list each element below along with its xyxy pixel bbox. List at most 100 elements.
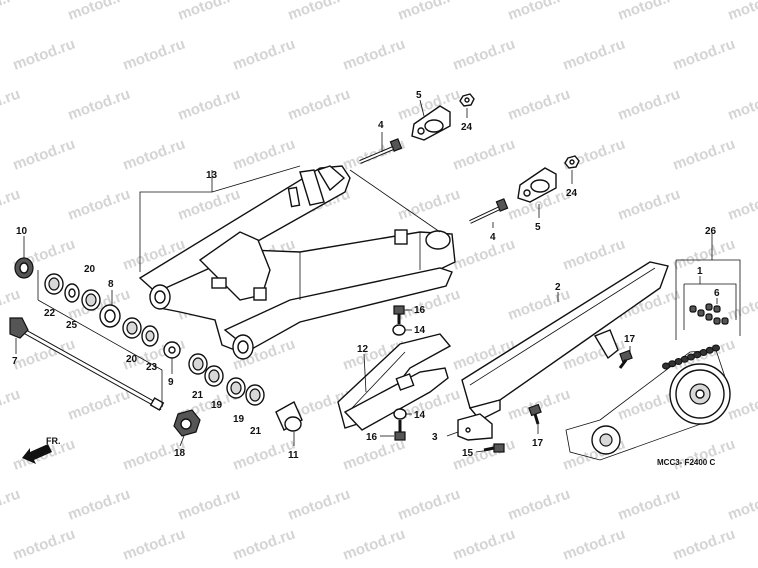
collar-14-upper[interactable]: [392, 324, 406, 336]
front-arrow-label: FR.: [46, 436, 61, 446]
callout-2: 2: [555, 282, 561, 293]
callout-19-right: 19: [233, 414, 245, 425]
watermark-text: motod.ru: [286, 0, 353, 24]
watermark-text: motod.ru: [176, 486, 243, 524]
callout-5-left: 5: [416, 90, 422, 101]
watermark-text: motod.ru: [616, 86, 683, 124]
bearing-20-left[interactable]: [81, 289, 101, 311]
chain-slider[interactable]: [337, 333, 452, 431]
pivot-bolt[interactable]: [9, 317, 165, 411]
watermark-text: motod.ru: [451, 36, 518, 74]
watermark-text: motod.ru: [671, 436, 738, 474]
watermark-text: motod.ru: [726, 86, 758, 124]
callout-24-right: 24: [566, 188, 578, 199]
callout-23: 23: [146, 362, 158, 373]
bolt-16-lower[interactable]: [394, 420, 406, 441]
watermark-text: motod.ru: [231, 36, 298, 74]
collar-9[interactable]: [163, 341, 181, 359]
callout-21-right: 21: [250, 426, 262, 437]
nut-24-right[interactable]: [564, 155, 580, 169]
watermark-text: motod.ru: [176, 0, 243, 24]
watermark-text: motod.ru: [561, 36, 628, 74]
watermark-text: motod.ru: [0, 386, 22, 424]
watermark-text: motod.ru: [506, 486, 573, 524]
watermark-text: motod.ru: [0, 486, 22, 524]
nut-24-left[interactable]: [459, 93, 475, 107]
watermark-text: motod.ru: [0, 86, 22, 124]
adjuster-bolt-right[interactable]: [469, 198, 509, 224]
bearing-22[interactable]: [44, 273, 64, 295]
watermark-text: motod.ru: [451, 236, 518, 274]
callout-3: 3: [432, 432, 438, 443]
callout-4-left: 4: [378, 120, 384, 131]
watermark-text: motod.ru: [616, 186, 683, 224]
bearing-19-right[interactable]: [226, 377, 246, 399]
callout-25: 25: [66, 320, 78, 331]
watermark-text: motod.ru: [616, 0, 683, 24]
watermark-text: motod.ru: [0, 0, 22, 24]
chain-case-bracket[interactable]: [457, 413, 493, 441]
bearing-20-right[interactable]: [122, 317, 142, 339]
watermark-text: motod.ru: [506, 0, 573, 24]
bearing-21-left[interactable]: [188, 353, 208, 375]
callout-6: 6: [714, 288, 720, 299]
drive-chain-and-sprockets[interactable]: [565, 344, 731, 461]
swingarm[interactable]: [138, 165, 456, 360]
chain-adjuster-right[interactable]: [517, 167, 557, 203]
callout-15: 15: [462, 448, 474, 459]
bolt-17-upper[interactable]: [618, 349, 633, 369]
collar-25[interactable]: [64, 283, 80, 303]
watermark-text: motod.ru: [121, 136, 188, 174]
watermark-text: motod.ru: [451, 526, 518, 564]
watermark-text: motod.ru: [66, 386, 133, 424]
callout-5-right: 5: [535, 222, 541, 233]
callout-16-upper: 16: [414, 305, 426, 316]
watermark-text: motod.ru: [726, 186, 758, 224]
pivot-nut-18[interactable]: [173, 409, 201, 437]
callout-17-upper: 17: [624, 334, 636, 345]
callout-7: 7: [12, 356, 18, 367]
watermark-text: motod.ru: [341, 36, 408, 74]
bearing-23[interactable]: [141, 325, 159, 347]
watermark-text: motod.ru: [11, 136, 78, 174]
callout-1: 1: [697, 266, 703, 277]
callout-14-upper: 14: [414, 325, 426, 336]
leader-lines: [15, 99, 713, 453]
watermark-text: motod.ru: [341, 526, 408, 564]
watermark-text: motod.ru: [561, 236, 628, 274]
master-link-kit[interactable]: [689, 303, 729, 325]
callout-19-left: 19: [211, 400, 223, 411]
watermark-text: motod.ru: [561, 526, 628, 564]
bearing-21-right[interactable]: [245, 384, 265, 406]
collar-14-lower[interactable]: [393, 408, 407, 420]
watermark-text: motod.ru: [726, 486, 758, 524]
adjuster-bolt-left[interactable]: [359, 138, 403, 164]
callout-20-upper: 20: [84, 264, 96, 275]
chain-adjuster-left[interactable]: [411, 105, 451, 141]
bolt-17-lower[interactable]: [528, 403, 542, 425]
watermark-text: motod.ru: [396, 0, 463, 24]
chain-case[interactable]: [461, 261, 669, 421]
dust-seal-10[interactable]: [14, 257, 34, 279]
watermark-text: motod.ru: [396, 186, 463, 224]
collar-11[interactable]: [275, 401, 303, 432]
watermark-text: motod.ru: [726, 286, 758, 324]
front-direction-arrow: FR.: [22, 436, 61, 464]
callout-16-lower: 16: [366, 432, 378, 443]
watermark-text: motod.ru: [231, 136, 298, 174]
watermark-text: motod.ru: [176, 86, 243, 124]
bearing-19-left[interactable]: [204, 365, 224, 387]
callout-18: 18: [174, 448, 186, 459]
callout-11: 11: [288, 450, 299, 461]
diagram-code: MCC3- F2400 C: [657, 458, 715, 467]
watermark-text: motod.ru: [121, 526, 188, 564]
bushing-8[interactable]: [99, 304, 121, 328]
watermark-text: motod.ru: [451, 136, 518, 174]
watermark-text: motod.ru: [671, 526, 738, 564]
callout-22: 22: [44, 308, 56, 319]
bolt-15[interactable]: [483, 443, 505, 453]
watermark-text: motod.ru: [11, 526, 78, 564]
watermark-text: motod.ru: [231, 526, 298, 564]
callout-10: 10: [16, 226, 28, 237]
